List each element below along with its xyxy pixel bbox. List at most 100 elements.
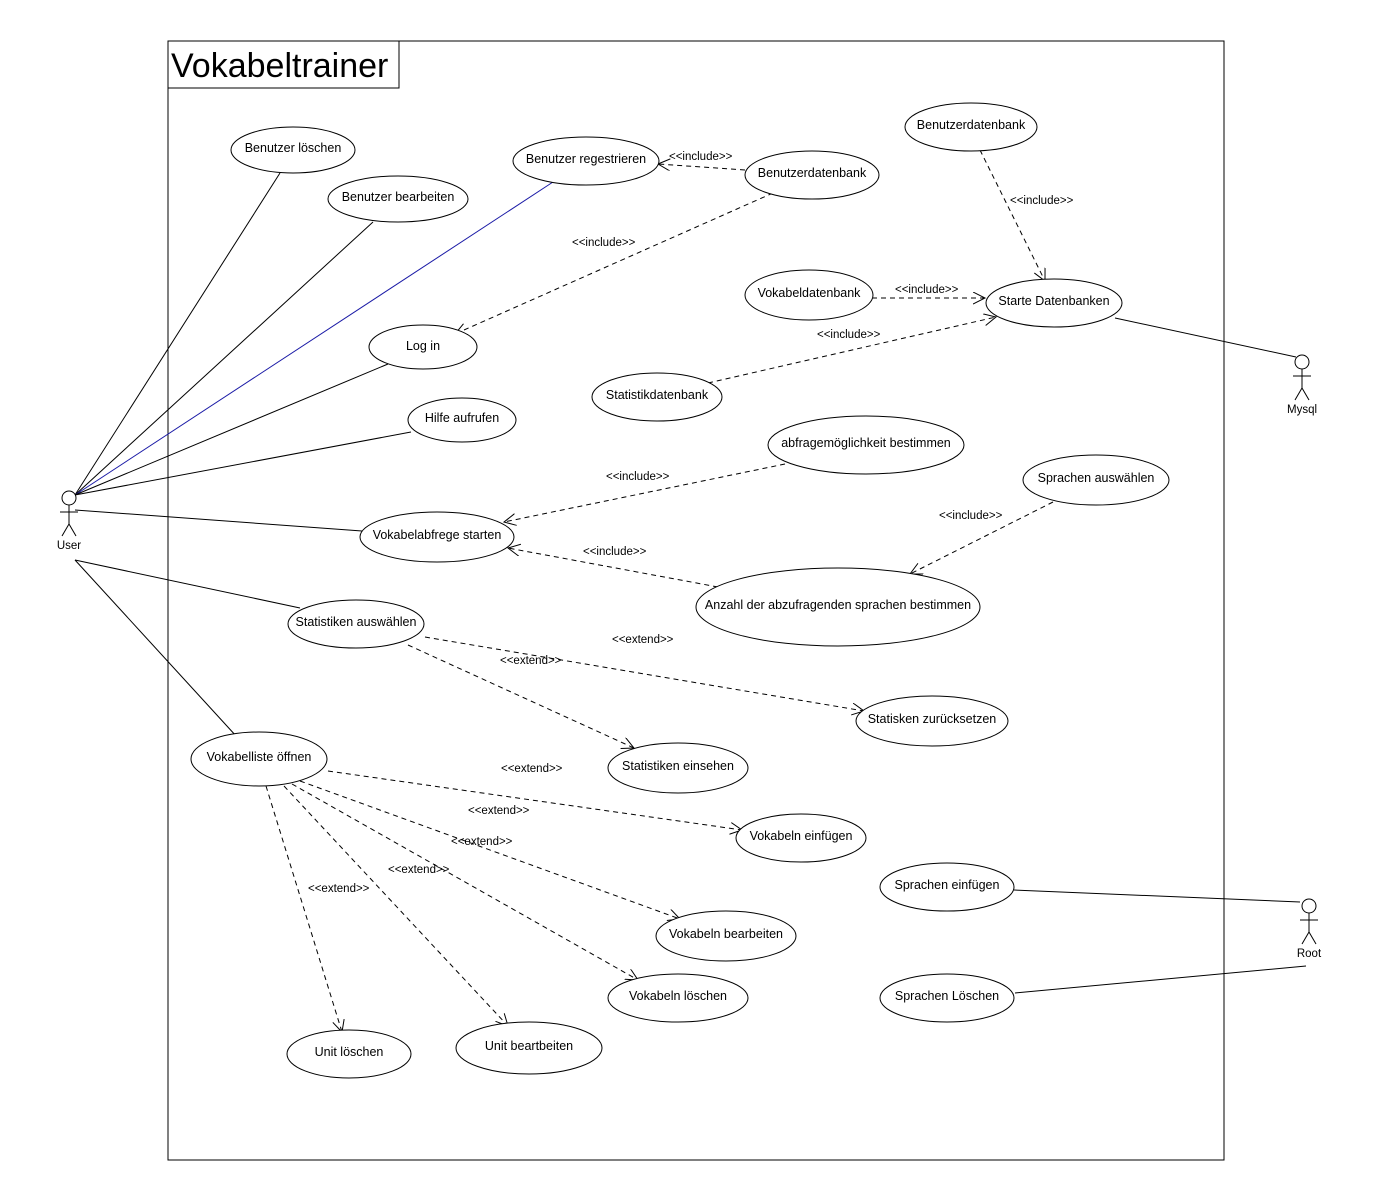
usecase-label: Benutzerdatenbank	[758, 166, 867, 180]
usecase-label: Statistikdatenbank	[606, 388, 709, 402]
usecase-label: Sprachen auswählen	[1038, 471, 1155, 485]
system-title-box	[167, 40, 400, 89]
actor-mysql-label: Mysql	[1287, 404, 1317, 416]
usecase-label: Starte Datenbanken	[998, 294, 1109, 308]
label-include-3: <<include>>	[1010, 195, 1074, 207]
label-extend-5: <<extend>>	[451, 836, 513, 848]
usecase-log-in[interactable]: Log in	[368, 324, 478, 370]
assoc-root-sprachen-einfuegen	[1013, 889, 1301, 903]
dep-vokabelliste-unit-loeschen	[265, 785, 342, 1032]
usecase-sprachen-auswaehlen[interactable]: Sprachen auswählen	[1022, 454, 1170, 506]
use-cases: Benutzer löschen Benutzer bearbeiten Ben…	[190, 102, 1170, 1079]
dep-vokabelliste-einfuegen	[327, 770, 742, 830]
usecase-statistiken-auswaehlen[interactable]: Statistiken auswählen	[287, 599, 425, 649]
usecase-vokabeln-loeschen[interactable]: Vokabeln löschen	[607, 973, 749, 1023]
usecase-sprachen-loeschen[interactable]: Sprachen Löschen	[879, 973, 1015, 1023]
dep-bdb1-starte	[979, 149, 1045, 281]
usecase-anzahl-sprachen[interactable]: Anzahl der abzufragenden sprachen bestim…	[695, 567, 981, 647]
dep-statistikdb-starte	[707, 317, 996, 384]
assoc-user-benutzer-registrieren	[74, 181, 554, 496]
usecase-label: Benutzer bearbeiten	[342, 190, 455, 204]
usecase-label: Anzahl der abzufragenden sprachen bestim…	[705, 598, 971, 612]
usecase-statistikdatenbank[interactable]: Statistikdatenbank	[591, 372, 723, 422]
assoc-root-sprachen-loeschen	[1014, 965, 1307, 994]
usecase-benutzer-loeschen[interactable]: Benutzer löschen	[230, 126, 356, 174]
label-extend-2: <<extend>>	[500, 655, 562, 667]
assoc-user-vokabelabfrage	[74, 509, 363, 532]
label-include-2: <<include>>	[572, 237, 636, 249]
label-include-6: <<include>>	[606, 471, 670, 483]
dep-vokabelliste-loeschen	[291, 783, 638, 980]
usecase-hilfe-aufrufen[interactable]: Hilfe aufrufen	[407, 397, 517, 443]
usecase-label: abfragemöglichkeit bestimmen	[781, 436, 951, 450]
usecase-label: Sprachen einfügen	[895, 878, 1000, 892]
stereotype-labels: <<include>> <<include>> <<include>> <<in…	[308, 151, 1074, 895]
usecase-abfragemoeglichkeit[interactable]: abfragemöglichkeit bestimmen	[767, 415, 965, 475]
system-title: Vokabeltrainer	[171, 47, 388, 85]
actor-root[interactable]: Root	[1297, 898, 1322, 960]
usecase-label: Benutzer löschen	[245, 141, 342, 155]
usecase-unit-bearbeiten[interactable]: Unit beartbeiten	[455, 1021, 603, 1075]
usecase-label: Hilfe aufrufen	[425, 411, 499, 425]
usecase-unit-loeschen[interactable]: Unit löschen	[286, 1029, 412, 1079]
label-extend-1: <<extend>>	[612, 634, 674, 646]
label-extend-6: <<extend>>	[388, 864, 450, 876]
assoc-user-statistiken	[74, 559, 301, 609]
associations	[74, 172, 1307, 994]
assoc-user-log-in	[74, 363, 389, 496]
usecase-label: Vokabeldatenbank	[758, 286, 862, 300]
actor-user[interactable]: User	[57, 490, 81, 552]
system-boundary	[167, 40, 1225, 1161]
usecase-label: Benutzerdatenbank	[917, 118, 1026, 132]
usecase-label: Sprachen Löschen	[895, 989, 999, 1003]
assoc-user-benutzer-bearbeiten	[74, 221, 374, 496]
usecase-label: Vokabeln einfügen	[750, 829, 853, 843]
usecase-label: Benutzer regestrieren	[526, 152, 646, 166]
usecase-label: Statistiken auswählen	[296, 615, 417, 629]
usecase-vokabelabfrage-starten[interactable]: Vokabelabfrege starten	[359, 511, 515, 563]
usecase-benutzerdatenbank-2[interactable]: Benutzerdatenbank	[744, 150, 880, 200]
usecase-sprachen-einfuegen[interactable]: Sprachen einfügen	[879, 862, 1015, 912]
label-include-7: <<include>>	[939, 510, 1003, 522]
usecase-vokabelliste-oeffnen[interactable]: Vokabelliste öffnen	[190, 731, 328, 787]
dep-statistiken-zuruecksetzen	[424, 636, 864, 711]
dep-abfrage-vokabelabfrage	[504, 463, 786, 522]
label-include-8: <<include>>	[583, 546, 647, 558]
dep-bdb2-registrieren	[658, 164, 746, 170]
label-extend-7: <<extend>>	[308, 883, 370, 895]
assoc-mysql-starte	[1114, 317, 1297, 358]
usecase-starte-datenbanken[interactable]: Starte Datenbanken	[985, 278, 1123, 328]
usecase-benutzer-registrieren[interactable]: Benutzer regestrieren	[512, 136, 660, 186]
usecase-label: Statisken zurücksetzen	[868, 712, 997, 726]
label-extend-4: <<extend>>	[468, 805, 530, 817]
usecase-label: Vokabelliste öffnen	[207, 750, 312, 764]
usecase-benutzerdatenbank-1[interactable]: Benutzerdatenbank	[904, 102, 1038, 152]
usecase-label: Statistiken einsehen	[622, 759, 734, 773]
usecase-label: Vokabeln löschen	[629, 989, 727, 1003]
usecase-vokabeln-bearbeiten[interactable]: Vokabeln bearbeiten	[655, 910, 797, 962]
usecase-label: Unit beartbeiten	[485, 1039, 573, 1053]
assoc-user-benutzer-loeschen	[74, 172, 281, 496]
label-include-1: <<include>>	[669, 151, 733, 163]
label-extend-3: <<extend>>	[501, 763, 563, 775]
dep-vokabelliste-bearbeiten	[299, 780, 680, 919]
actor-mysql[interactable]: Mysql	[1287, 354, 1317, 416]
usecase-label: Vokabeln bearbeiten	[669, 927, 783, 941]
actor-root-label: Root	[1297, 948, 1322, 960]
actor-user-label: User	[57, 540, 81, 552]
label-include-5: <<include>>	[817, 329, 881, 341]
usecase-vokabeldatenbank[interactable]: Vokabeldatenbank	[744, 269, 874, 321]
assoc-user-hilfe	[74, 431, 412, 496]
dependencies	[265, 149, 1054, 1032]
usecase-benutzer-bearbeiten[interactable]: Benutzer bearbeiten	[327, 175, 469, 223]
usecase-statistiken-einsehen[interactable]: Statistiken einsehen	[607, 742, 749, 794]
usecase-label: Vokabelabfrege starten	[373, 528, 502, 542]
assoc-user-vokabelliste	[74, 559, 238, 738]
usecase-vokabeln-einfuegen[interactable]: Vokabeln einfügen	[735, 813, 867, 863]
label-include-4: <<include>>	[895, 284, 959, 296]
dep-bdb2-login	[455, 192, 774, 334]
usecase-label: Log in	[406, 339, 440, 353]
usecase-statisken-zuruecksetzen[interactable]: Statisken zurücksetzen	[855, 695, 1009, 747]
dep-vokabelliste-unit-bearbeiten	[283, 785, 508, 1026]
